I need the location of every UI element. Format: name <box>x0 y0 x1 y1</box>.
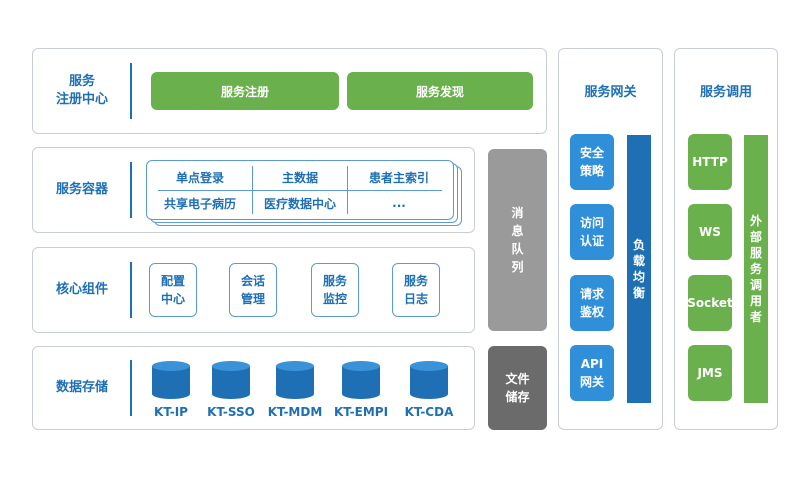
session-management-box: 会话 管理 <box>229 263 277 317</box>
db-label-kt-cda: KT-CDA <box>404 405 454 419</box>
external-caller-label: 外部服务调用者 <box>749 214 762 324</box>
storage-divider <box>130 360 132 416</box>
cell-sso: 单点登录 <box>175 170 224 185</box>
request-authz-box: 请求 鉴权 <box>570 275 614 331</box>
container-card-vline-1 <box>252 166 253 214</box>
service-discovery-button[interactable]: 服务发现 <box>347 72 533 110</box>
load-balancer-bar: 负载均衡 <box>627 135 651 403</box>
service-monitoring-box: 服务 监控 <box>311 263 359 317</box>
ws-box: WS <box>688 204 732 260</box>
container-label: 服务容器 <box>55 182 108 197</box>
db-label-kt-empi: KT-EMPI <box>333 405 389 419</box>
database-icon <box>410 361 448 399</box>
access-auth-box: 访问 认证 <box>570 204 614 260</box>
file-storage-block: 文件 储存 <box>488 346 547 430</box>
db-label-kt-sso: KT-SSO <box>207 405 255 419</box>
service-log-box: 服务 日志 <box>392 263 440 317</box>
core-label: 核心组件 <box>55 282 108 297</box>
core-divider <box>130 262 132 318</box>
storage-panel <box>32 346 475 430</box>
cell-empi: 患者主索引 <box>368 170 429 185</box>
storage-label: 数据存储 <box>55 380 108 395</box>
container-divider <box>130 162 132 218</box>
container-card-vline-2 <box>347 166 348 214</box>
registry-label: 服务 注册中心 <box>55 74 108 107</box>
registry-divider <box>130 63 132 119</box>
cell-more: ... <box>392 196 406 210</box>
security-policy-box: 安全 策略 <box>570 134 614 190</box>
db-label-kt-ip: KT-IP <box>154 405 188 419</box>
socket-box: Socket <box>687 275 733 331</box>
service-register-button[interactable]: 服务注册 <box>151 72 339 110</box>
cell-medical-data-center: 医疗数据中心 <box>263 196 336 211</box>
api-gateway-box: API 网关 <box>570 345 614 401</box>
cell-master-data: 主数据 <box>281 170 318 185</box>
http-box: HTTP <box>688 134 732 190</box>
config-center-box: 配置 中心 <box>149 263 197 317</box>
gateway-title: 服务网关 <box>584 85 637 100</box>
database-icon <box>152 361 190 399</box>
external-caller-bar: 外部服务调用者 <box>744 135 768 403</box>
message-queue-label: 消息队列 <box>511 206 524 274</box>
container-card-hline <box>158 190 442 191</box>
database-icon <box>342 361 380 399</box>
database-icon <box>276 361 314 399</box>
load-balancer-label: 负载均衡 <box>632 238 645 300</box>
db-label-kt-mdm: KT-MDM <box>267 405 323 419</box>
jms-box: JMS <box>688 345 732 401</box>
cell-shared-emr: 共享电子病历 <box>163 196 236 211</box>
database-icon <box>212 361 250 399</box>
message-queue-block: 消息队列 <box>488 149 547 331</box>
invoke-title: 服务调用 <box>699 85 752 100</box>
